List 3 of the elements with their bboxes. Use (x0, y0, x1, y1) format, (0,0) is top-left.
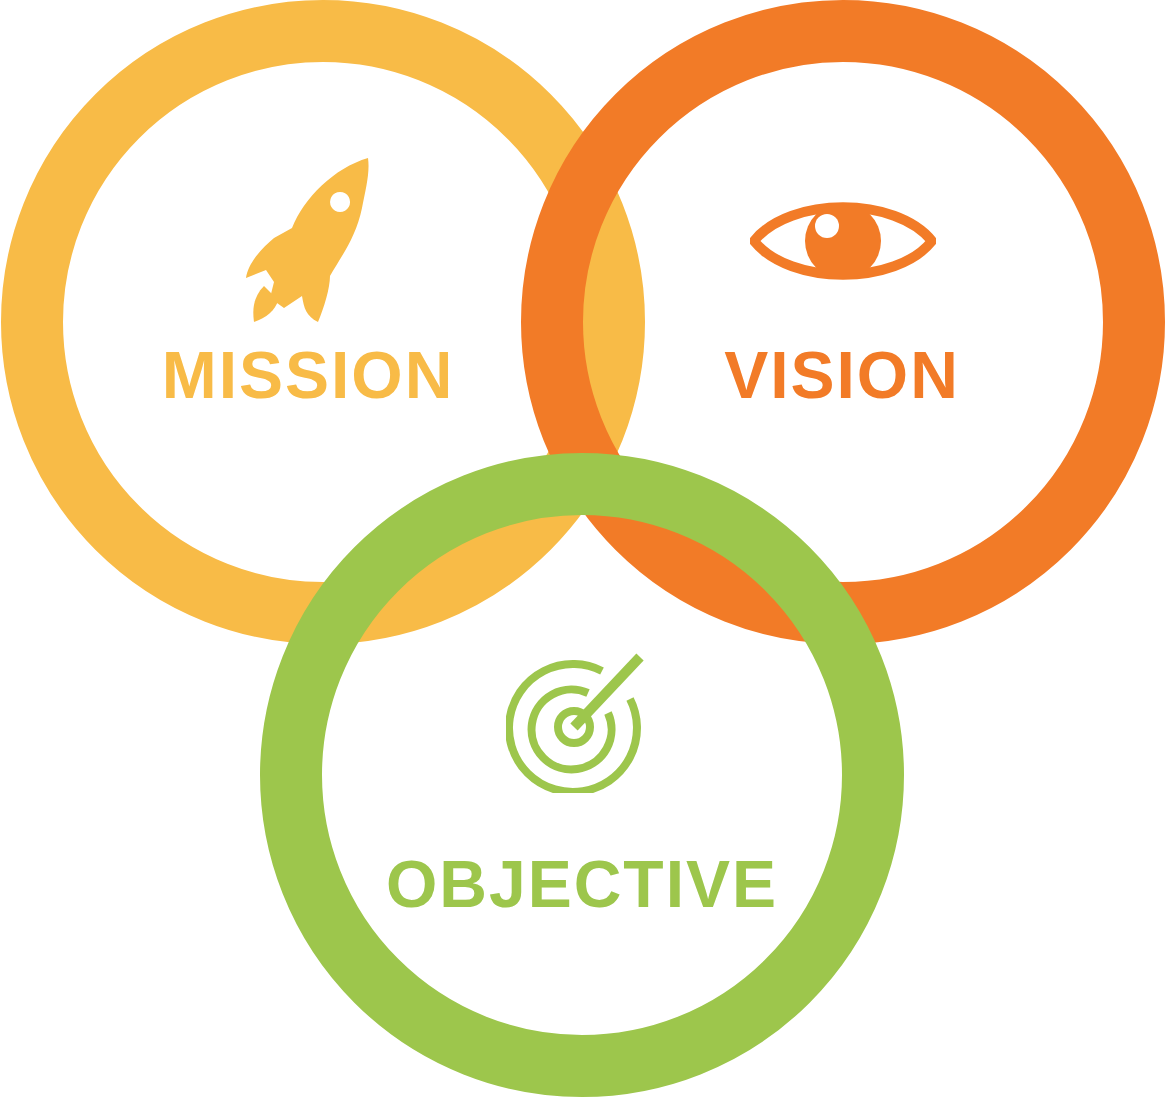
circle-label: VISION (724, 342, 960, 408)
circle-label: MISSION (161, 342, 455, 408)
circle-label: OBJECTIVE (385, 851, 779, 917)
